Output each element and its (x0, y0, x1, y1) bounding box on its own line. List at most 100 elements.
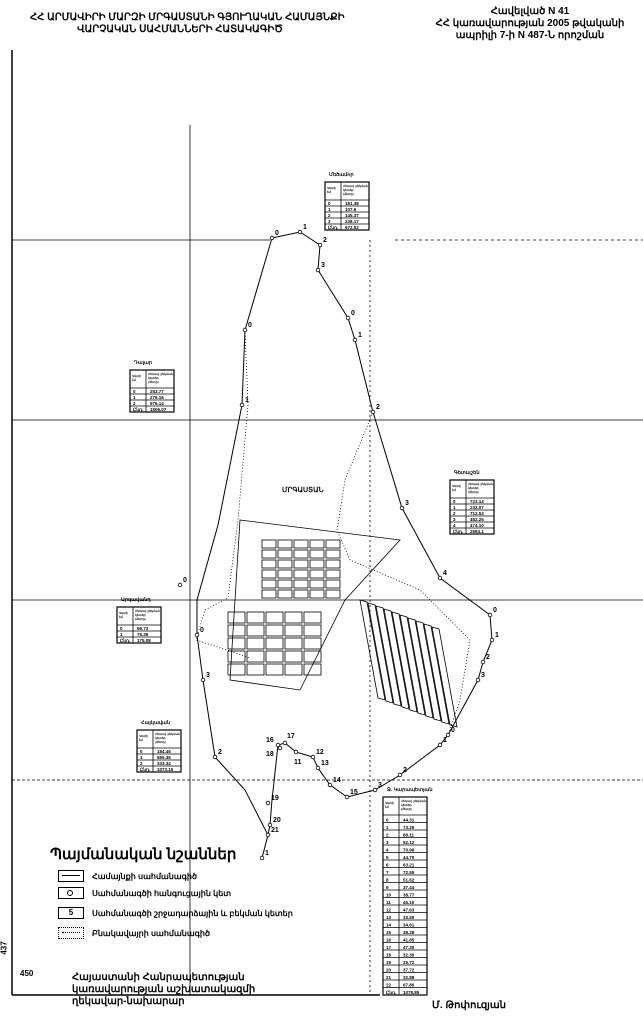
dotted-line-icon (58, 927, 84, 939)
table-cell-distance: 2594.1 (470, 529, 484, 534)
parcel (309, 559, 325, 569)
legend-label: Սահմանագծի հանգուցային կետ (92, 888, 232, 898)
table-cell-point: 2 (328, 213, 331, 218)
table-cell-distance: 37.44 (403, 885, 415, 890)
boundary-point-label: 1 (303, 224, 307, 231)
parcel (325, 539, 341, 549)
boundary-point-marker (297, 229, 303, 235)
table-cell-distance: 63.21 (403, 863, 415, 868)
turning-point-icon: 5 (58, 907, 84, 919)
parcel (261, 559, 277, 569)
boundary-point-label: 3 (378, 782, 382, 789)
parcel (261, 549, 277, 559)
parcel (293, 539, 309, 549)
boundary-point-label: 0 (200, 627, 204, 634)
table-cell-point: 0 (453, 499, 456, 504)
parcel (284, 637, 303, 650)
table-cell-distance: 45.10 (403, 900, 415, 905)
table-cell-distance: 474.10 (470, 523, 484, 528)
parcel (293, 549, 309, 559)
table-cell-distance: 47.30 (403, 945, 415, 950)
boundary-point-label: 0 (451, 727, 455, 734)
boundary-point-label: 0 (493, 607, 497, 614)
table-cell-distance: 232.07 (470, 505, 484, 510)
parcel (277, 539, 293, 549)
table-cell-point: 0 (386, 818, 389, 823)
parcel (261, 589, 277, 599)
legend-label: Սահմանագծի շրջադարձային և բեկման կետեր (92, 908, 293, 918)
annex-reference: Հավելված N 41 ՀՀ կառավարության 2005 թվակ… (420, 6, 640, 42)
parcel (303, 650, 322, 663)
table-cell-distance: 38.28 (403, 930, 415, 935)
parcel (246, 611, 265, 624)
annex-line: ՀՀ կառավարության 2005 թվականի (435, 18, 625, 29)
boundary-point-label: 2 (376, 404, 380, 411)
node-point-icon (58, 887, 84, 899)
table-cell-distance: 175.08 (137, 638, 151, 643)
boundary-point-label: 13 (321, 760, 329, 767)
table-cell-point: 18 (386, 953, 392, 958)
neighbour-name: Ջ. Կարապետյան (387, 787, 433, 793)
table-cell-point: 11 (386, 900, 391, 905)
table-cell-distance: 67.80 (403, 983, 415, 988)
table-cell-distance: 70.96 (403, 848, 415, 853)
table-cell-point: 15 (386, 930, 392, 935)
parcel (246, 663, 265, 676)
legend-title: Պայմանական նշաններ (50, 846, 237, 863)
boundary-point-label: 1 (245, 397, 249, 404)
boundary-point-marker (277, 745, 283, 751)
title-line: ՀՀ ԱՐՄԱՎԻՐԻ ՄԱՐԶԻ ՄՐԳԱՍՏԱՆԻ ԳՅՈՒՂԱԿԱՆ ՀԱ… (30, 12, 345, 23)
boundary-point-marker (317, 242, 323, 248)
table-cell-point: 16 (386, 938, 392, 943)
parcel (309, 589, 325, 599)
parcel (265, 663, 284, 676)
table-cell-point: 1 (386, 825, 389, 830)
parcel (309, 539, 325, 549)
boundary-point-marker (310, 754, 316, 760)
parcel (265, 624, 284, 637)
legend-item-node-point: Սահմանագծի հանգուցային կետ (58, 886, 231, 900)
signatory-title-line: ղեկավար-նախարար (72, 996, 185, 1007)
boundary-point-label: 3 (481, 672, 485, 679)
boundary-point-label: 12 (316, 749, 324, 756)
boundary-point-marker (489, 637, 495, 643)
parcel (227, 650, 246, 663)
boundary-point-marker (269, 235, 275, 241)
table-cell-distance: 276.16 (150, 395, 164, 400)
signatory-title-line: կառավարության աշխատակազմի (72, 984, 256, 995)
legend-label: Բնակավայրի սահմանագիծ (92, 928, 210, 938)
boundary-point-label: 1 (443, 737, 447, 744)
table-cell-distance: 672.52 (345, 225, 359, 230)
table-cell-point: 1 (133, 395, 136, 400)
table-cell-point: 14 (386, 923, 392, 928)
table-cell-point: 2 (453, 511, 456, 516)
boundary-point-label: 16 (266, 737, 274, 744)
boundary-point-label: 3 (405, 500, 409, 507)
table-cell-distance: 44.31 (403, 818, 415, 823)
boundary-point-marker (475, 677, 481, 683)
legend-item-community-boundary: Համայնքի սահմանագիծ (58, 869, 197, 883)
parcel (309, 569, 325, 579)
table-cell-distance: 555.36 (157, 755, 171, 760)
boundary-point-marker (315, 267, 321, 273)
table-cell-distance: 452.25 (470, 517, 484, 522)
boundary-point-label: 1 (495, 632, 499, 639)
table-cell-distance: 75.35 (137, 632, 149, 637)
parcel (303, 611, 322, 624)
neighbour-name: Դալար (134, 360, 152, 366)
parcel (246, 650, 265, 663)
table-cell-point: Ընդ. (328, 225, 338, 231)
table-cell-distance: 38.77 (403, 893, 415, 898)
table-cell-distance: 976.14 (150, 401, 164, 406)
table-cell-point: 0 (133, 389, 136, 394)
table-cell-distance: 107.6 (345, 207, 357, 212)
